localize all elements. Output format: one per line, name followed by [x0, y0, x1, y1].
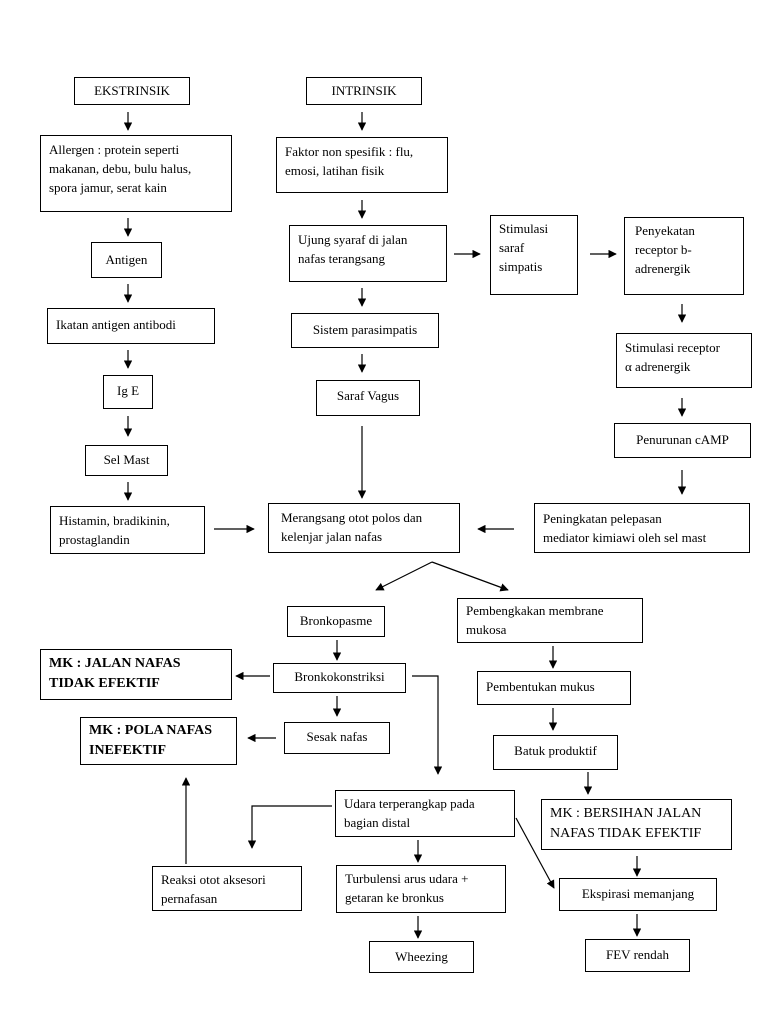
node-batuk: Batuk produktif: [493, 735, 618, 770]
arrow: [412, 675, 443, 775]
node-bronkokonstriksi: Bronkokonstriksi: [273, 663, 406, 693]
node-vagus: Saraf Vagus: [316, 380, 420, 416]
node-mk-jalan-nafas: MK : JALAN NAFAS TIDAK EFEKTIF: [40, 649, 232, 700]
node-histamin: Histamin, bradikinin, prostaglandin: [50, 506, 205, 554]
node-mk-bersihan: MK : BERSIHAN JALAN NAFAS TIDAK EFEKTIF: [541, 799, 732, 850]
node-udara: Udara terperangkap pada bagian distal: [335, 790, 515, 837]
node-ekspirasi: Ekspirasi memanjang: [559, 878, 717, 911]
node-merangsang: Merangsang otot polos dan kelenjar jalan…: [268, 503, 460, 553]
node-allergen: Allergen : protein seperti makanan, debu…: [40, 135, 232, 212]
node-stimulasi-receptor: Stimulasi receptor α adrenergik: [616, 333, 752, 388]
node-mukus: Pembentukan mukus: [477, 671, 631, 705]
node-sesak: Sesak nafas: [284, 722, 390, 754]
node-wheezing: Wheezing: [369, 941, 474, 973]
node-penyekatan: Penyekatan receptor b- adrenergik: [624, 217, 744, 295]
node-selmast: Sel Mast: [85, 445, 168, 476]
node-pembengkakan: Pembengkakan membrane mukosa: [457, 598, 643, 643]
node-antigen: Antigen: [91, 242, 162, 278]
node-stimulasi-simpatis: Stimulasi saraf simpatis: [490, 215, 578, 295]
node-fev: FEV rendah: [585, 939, 690, 972]
node-mk-pola-nafas: MK : POLA NAFAS INEFEKTIF: [80, 717, 237, 765]
arrow: [431, 561, 509, 592]
node-ujung-syaraf: Ujung syaraf di jalan nafas terangsang: [289, 225, 447, 282]
arrow: [375, 561, 433, 591]
node-parasimpatis: Sistem parasimpatis: [291, 313, 439, 348]
arrow: [515, 817, 555, 889]
node-intrinsik: INTRINSIK: [306, 77, 422, 105]
node-peningkatan: Peningkatan pelepasan mediator kimiawi o…: [534, 503, 750, 553]
node-faktor: Faktor non spesifik : flu, emosi, latiha…: [276, 137, 448, 193]
node-camp: Penurunan cAMP: [614, 423, 751, 458]
node-ige: Ig E: [103, 375, 153, 409]
node-ekstrinsik: EKSTRINSIK: [74, 77, 190, 105]
node-bronkopasme: Bronkopasme: [287, 606, 385, 637]
node-reaksi: Reaksi otot aksesori pernafasan: [152, 866, 302, 911]
node-ikatan: Ikatan antigen antibodi: [47, 308, 215, 344]
arrow: [247, 805, 332, 849]
node-turbulensi: Turbulensi arus udara + getaran ke bronk…: [336, 865, 506, 913]
